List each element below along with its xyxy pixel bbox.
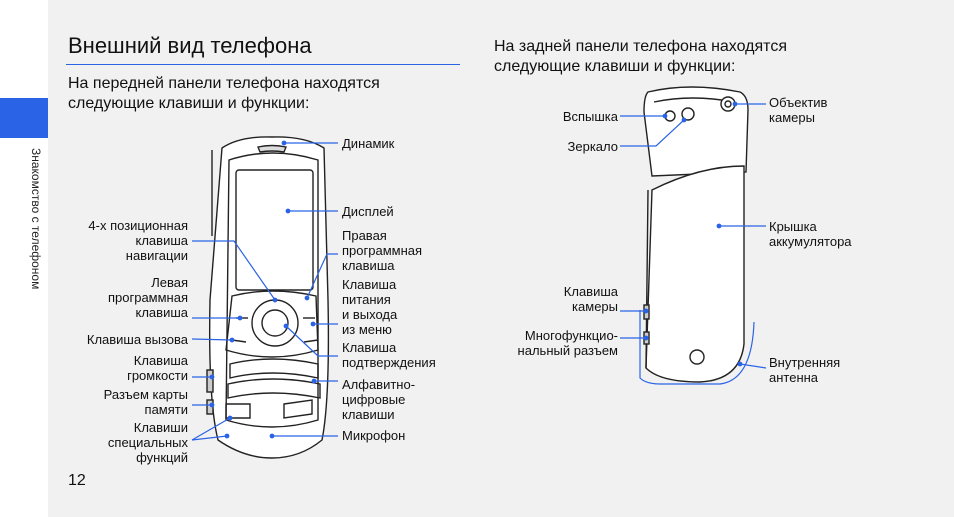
sidebar bbox=[0, 0, 48, 517]
front-phone-illustration bbox=[206, 136, 330, 459]
label-battery-cover: Крышка аккумулятора bbox=[769, 219, 852, 249]
label-power-key: Клавиша питания и выхода из меню bbox=[342, 277, 398, 337]
label-alnum-keys: Алфавитно- цифровые клавиши bbox=[342, 377, 416, 422]
label-special-keys: Клавиши специальных функций bbox=[107, 420, 188, 465]
label-nav-key: 4-х позиционная клавиша навигации bbox=[88, 218, 188, 263]
label-call-key: Клавиша вызова bbox=[86, 332, 188, 347]
label-confirm-key: Клавиша подтверждения bbox=[342, 340, 436, 370]
label-antenna: Внутренняя антенна bbox=[769, 355, 841, 385]
front-intro: На передней панели телефона находятся сл… bbox=[68, 75, 380, 112]
label-camera-key: Клавиша камеры bbox=[563, 284, 618, 314]
label-volume-key: Клавиша громкости bbox=[127, 353, 188, 383]
label-flash: Вспышка bbox=[562, 109, 618, 124]
back-intro: На задней панели телефона находятся след… bbox=[494, 38, 787, 75]
label-multi-jack: Многофункцио- нальный разъем bbox=[517, 328, 618, 358]
page-number: 12 bbox=[68, 472, 86, 489]
label-microphone: Микрофон bbox=[342, 428, 406, 443]
title-rule bbox=[66, 64, 460, 65]
section-tab bbox=[0, 98, 48, 138]
section-name: Знакомство с телефоном bbox=[29, 148, 43, 290]
page-title: Внешний вид телефона bbox=[68, 33, 312, 58]
back-phone-illustration bbox=[639, 86, 755, 385]
label-display: Дисплей bbox=[342, 204, 394, 219]
label-card-slot: Разъем карты памяти bbox=[103, 387, 188, 417]
label-left-soft-key: Левая программная клавиша bbox=[107, 275, 188, 320]
label-camera-lens: Объектив камеры bbox=[769, 95, 828, 125]
label-speaker: Динамик bbox=[342, 136, 395, 151]
label-right-soft-key: Правая программная клавиша bbox=[342, 228, 423, 273]
label-mirror: Зеркало bbox=[567, 139, 618, 154]
